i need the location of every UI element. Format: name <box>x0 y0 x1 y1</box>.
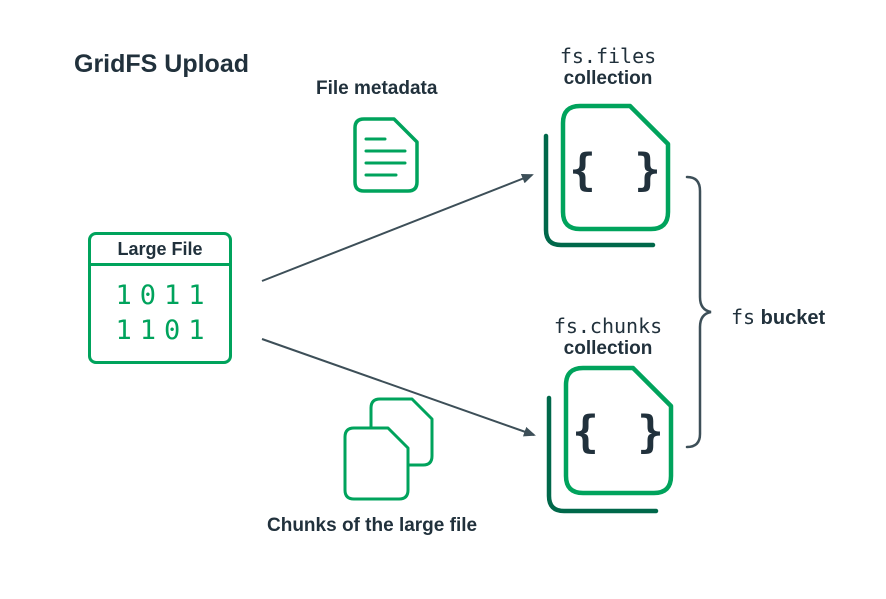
fs-files-label: fs.files collection <box>533 44 683 90</box>
chunks-documents-icon <box>343 397 434 501</box>
file-metadata-icon <box>353 117 419 193</box>
large-file-binary: 1011 1101 <box>91 266 229 361</box>
large-file-box: Large File 1011 1101 <box>88 232 232 364</box>
fs-chunks-name: fs.chunks <box>553 314 663 338</box>
chunks-caption: Chunks of the large file <box>267 515 478 536</box>
large-file-title: Large File <box>91 235 229 266</box>
fs-files-braces: { } <box>569 145 666 196</box>
fs-files-shadow-bracket <box>543 133 656 248</box>
file-metadata-caption: File metadata <box>316 78 438 99</box>
fs-bucket-mono: fs <box>731 305 756 329</box>
binary-line-1: 1011 <box>115 280 213 312</box>
fs-bucket-word: bucket <box>760 307 826 329</box>
fs-files-collection-icon: { } <box>543 103 671 248</box>
fs-chunks-collection-word: collection <box>563 338 653 359</box>
fs-chunks-collection-icon: { } <box>546 365 674 514</box>
fs-chunks-shadow-bracket <box>546 395 659 514</box>
fs-bucket-label: fs bucket <box>731 305 825 330</box>
diagram-title: GridFS Upload <box>74 50 249 78</box>
bucket-grouping-brace <box>685 175 712 449</box>
fs-chunks-label: fs.chunks collection <box>533 314 683 360</box>
binary-line-2: 1101 <box>115 315 213 346</box>
fs-files-collection-word: collection <box>563 68 653 89</box>
fs-files-name: fs.files <box>559 44 657 68</box>
fs-chunks-braces: { } <box>572 407 669 458</box>
